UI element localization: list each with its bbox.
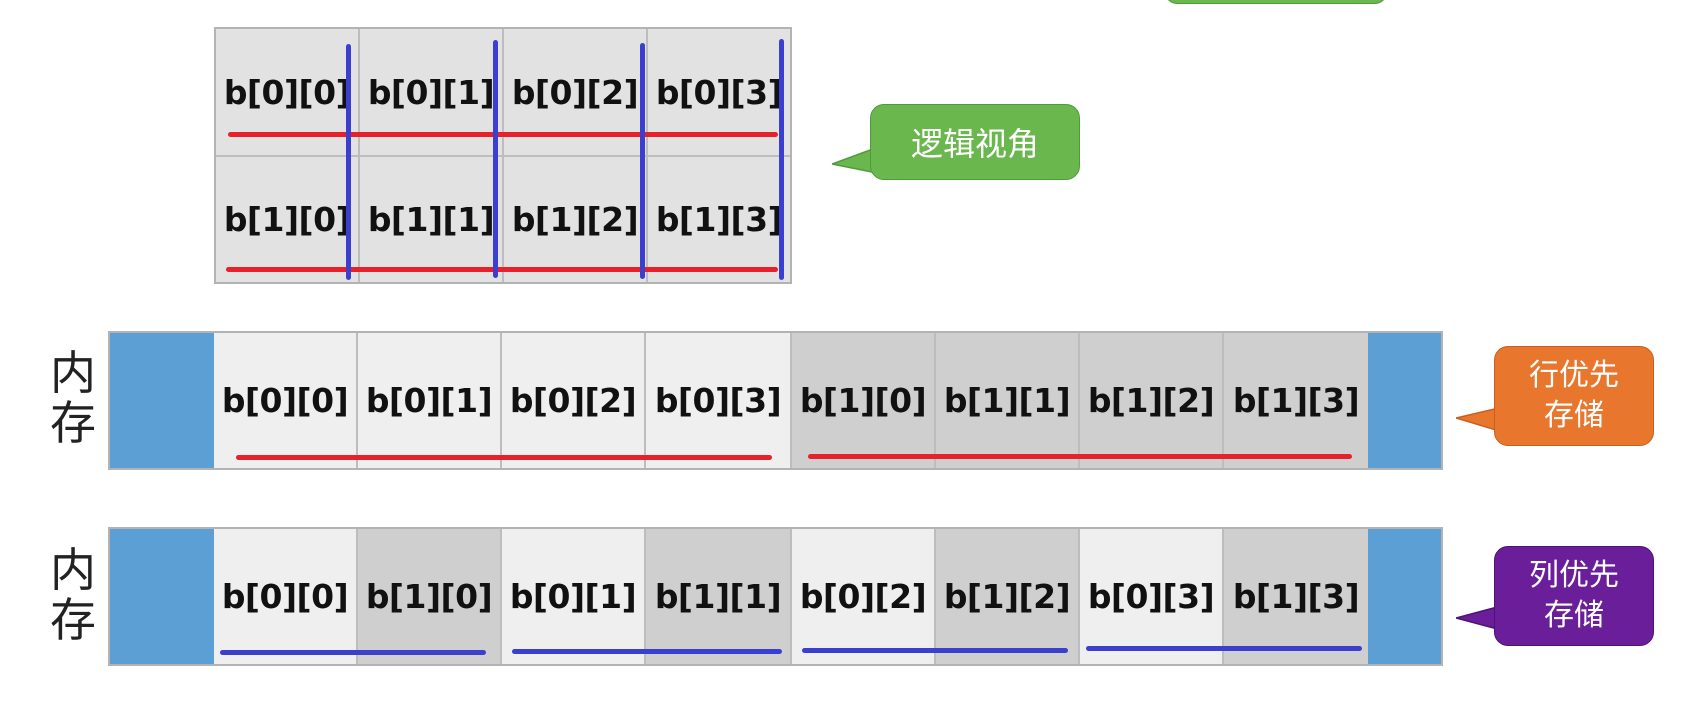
column-order-line — [346, 44, 351, 280]
row-major-cell: b[0][0] — [214, 333, 358, 468]
row-major-callout-line2: 存储 — [1544, 398, 1604, 433]
row-major-cell: b[1][2] — [1080, 333, 1224, 468]
partial-green-bubble — [1165, 0, 1387, 4]
memory-label: 内 存 — [47, 545, 99, 645]
memory-pad-right — [1368, 333, 1441, 468]
row-major-strip-frame — [108, 331, 1443, 470]
row-order-line — [228, 132, 778, 137]
column-order-line — [493, 40, 498, 278]
column-major-cell: b[0][2] — [792, 529, 936, 664]
memory-pad-left — [110, 333, 214, 468]
row-major-cell: b[0][2] — [502, 333, 646, 468]
memory-label-char: 存 — [50, 593, 96, 647]
column-order-line — [802, 648, 1068, 653]
column-major-cell: b[1][3] — [1224, 529, 1368, 664]
row-major-callout: 行优先 存储 — [1494, 346, 1654, 446]
column-order-line — [512, 649, 782, 654]
row-major-cell: b[1][0] — [792, 333, 936, 468]
column-major-cell: b[1][0] — [358, 529, 502, 664]
memory-label-char: 内 — [50, 543, 96, 597]
memory-pad-left — [110, 529, 214, 664]
logical-cell: b[1][0] — [216, 157, 360, 282]
memory-pad-right — [1368, 529, 1441, 664]
logical-cell: b[1][1] — [360, 157, 504, 282]
column-order-line — [220, 650, 486, 655]
column-major-callout-line1: 列优先 — [1529, 558, 1619, 593]
logical-cell: b[1][3] — [648, 157, 790, 282]
row-order-line — [236, 455, 772, 460]
column-major-cell: b[0][3] — [1080, 529, 1224, 664]
column-major-callout: 列优先 存储 — [1494, 546, 1654, 646]
memory-label-char: 内 — [50, 346, 96, 400]
column-order-line — [1086, 646, 1362, 651]
row-major-cell: b[0][1] — [358, 333, 502, 468]
column-major-callout-line2: 存储 — [1544, 598, 1604, 633]
row-major-cell: b[1][1] — [936, 333, 1080, 468]
logical-row-divider — [216, 155, 790, 157]
column-major-cell: b[0][0] — [214, 529, 358, 664]
column-major-cell: b[1][2] — [936, 529, 1080, 664]
row-major-callout-line1: 行优先 — [1529, 358, 1619, 393]
row-major-cell: b[1][3] — [1224, 333, 1368, 468]
row-order-line — [226, 267, 778, 272]
memory-label: 内 存 — [47, 348, 99, 448]
logical-view-callout-text: 逻辑视角 — [910, 125, 1039, 163]
logical-cell: b[1][2] — [504, 157, 648, 282]
logical-grid-frame — [214, 27, 792, 284]
logical-view-callout: 逻辑视角 — [870, 104, 1080, 180]
column-order-line — [779, 39, 784, 280]
row-order-line — [808, 454, 1352, 459]
column-major-cell: b[0][1] — [502, 529, 646, 664]
row-major-cell: b[0][3] — [646, 333, 792, 468]
column-major-strip-frame — [108, 527, 1443, 666]
column-major-cell: b[1][1] — [646, 529, 792, 664]
column-order-line — [640, 43, 645, 279]
memory-label-char: 存 — [50, 396, 96, 450]
